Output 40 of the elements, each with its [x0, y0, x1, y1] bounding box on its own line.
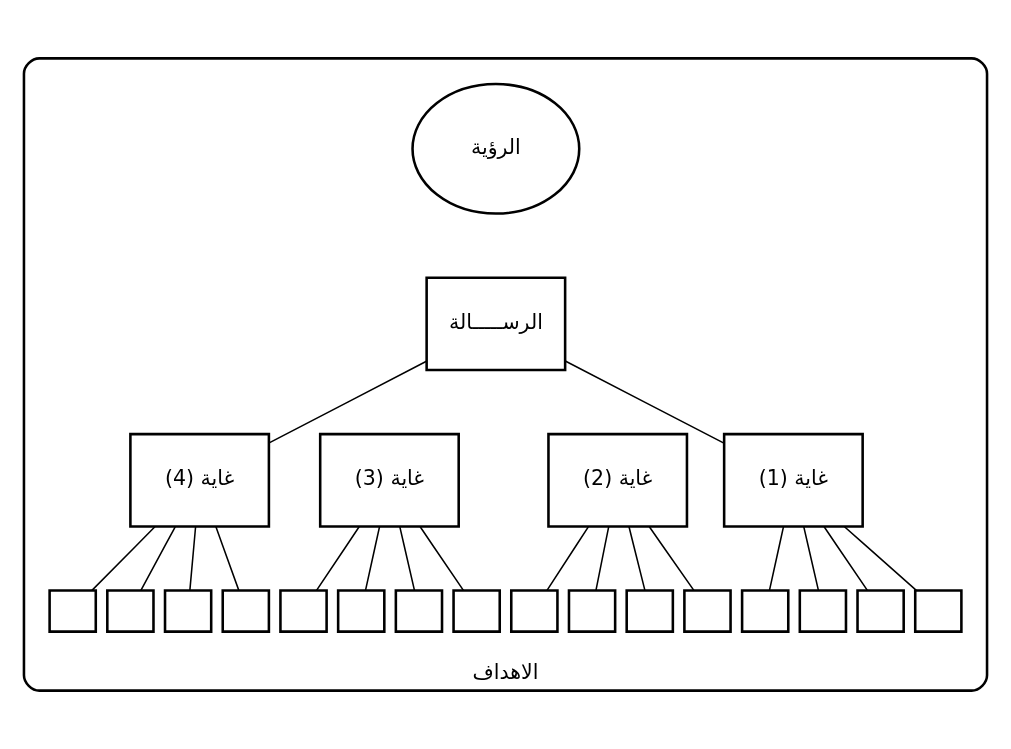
- node-box: الرســـــالة: [425, 276, 567, 372]
- connector: [189, 526, 197, 592]
- node-box: [163, 589, 213, 633]
- node-box: [48, 589, 98, 633]
- connector: [546, 526, 590, 592]
- node-box: [279, 589, 328, 633]
- node-box: [336, 589, 386, 633]
- connector: [419, 526, 465, 592]
- node-box: [856, 589, 905, 633]
- connector: [768, 526, 785, 592]
- node-box: غاية (2): [547, 432, 689, 528]
- node-box: [106, 589, 155, 633]
- connector: [843, 526, 918, 592]
- connector: [564, 360, 725, 444]
- node-box: [740, 589, 790, 633]
- node-box: غاية (1): [722, 432, 864, 528]
- connector: [823, 526, 869, 592]
- node-box: غاية (3): [318, 432, 460, 528]
- connector: [315, 526, 360, 592]
- node-box: [625, 589, 675, 633]
- connector: [399, 526, 416, 592]
- node-box: [221, 589, 271, 633]
- node-box: [510, 589, 559, 633]
- node-box: [567, 589, 617, 633]
- connector: [140, 526, 176, 592]
- connector: [215, 526, 240, 592]
- connector: [628, 526, 646, 592]
- connector: [268, 360, 428, 444]
- connector: [364, 526, 381, 592]
- node-box: [452, 589, 501, 633]
- connector: [648, 526, 695, 592]
- connector: [803, 526, 820, 592]
- node-box: [913, 589, 963, 633]
- node-box: [798, 589, 848, 633]
- node-box: [394, 589, 444, 633]
- node-ellipse: الرؤية: [411, 82, 581, 215]
- node-box: [683, 589, 732, 633]
- node-box: غاية (4): [129, 432, 271, 528]
- connector: [91, 526, 156, 592]
- connector: [595, 526, 610, 592]
